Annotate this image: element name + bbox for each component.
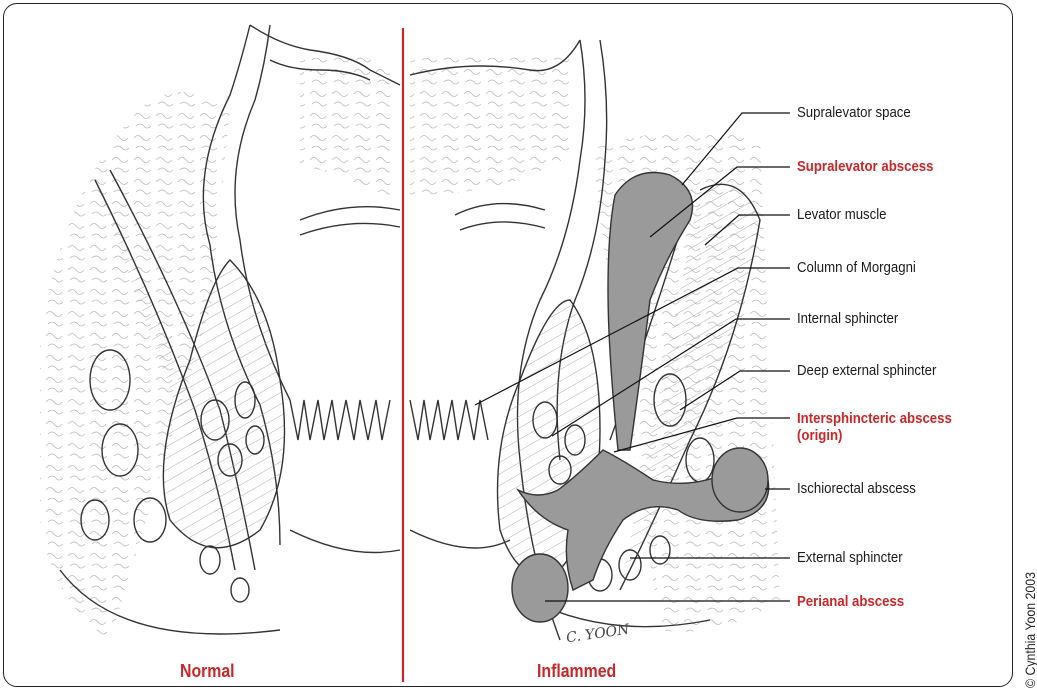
label-column-of-morgagni: Column of Morgagni: [797, 259, 916, 276]
caption-inflammed: Inflammed: [537, 661, 616, 682]
label-internal-sphincter: Internal sphincter: [797, 310, 898, 327]
ischiorectal-abscess-shape: [712, 448, 768, 512]
normal-anal-columns: [290, 400, 390, 440]
label-perianal-abscess: Perianal abscess: [797, 593, 904, 610]
label-external-sphincter: External sphincter: [797, 549, 903, 566]
label-deep-external-sphincter: Deep external sphincter: [797, 362, 936, 379]
copyright-notice: © Cynthia Yoon 2003: [1022, 572, 1037, 688]
label-intersphincteric-origin: (origin): [797, 427, 842, 444]
label-intersphincteric-abscess: Intersphincteric abscess: [797, 410, 952, 427]
caption-normal: Normal: [180, 661, 235, 682]
normal-anatomy: [40, 25, 400, 640]
label-supralevator-abscess: Supralevator abscess: [797, 158, 933, 175]
inflamed-anal-columns: [410, 400, 488, 440]
label-ischiorectal-abscess: Ischiorectal abscess: [797, 480, 916, 497]
perianal-abscess-shape: [512, 554, 568, 622]
label-supralevator-space: Supralevator space: [797, 104, 911, 121]
label-levator-muscle: Levator muscle: [797, 206, 887, 223]
